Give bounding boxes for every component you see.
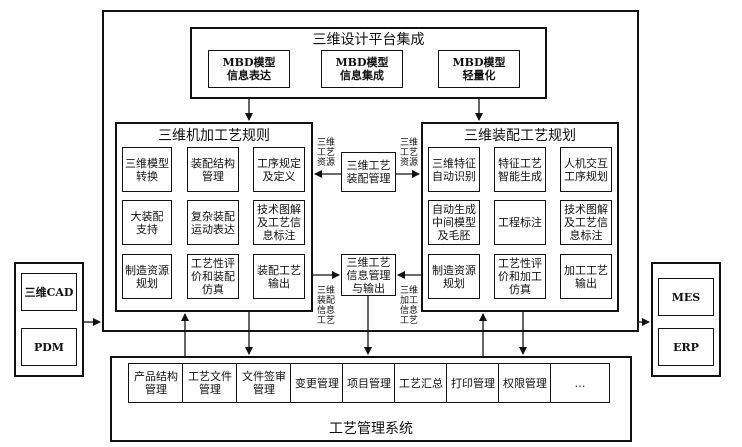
- machining-cell-7: 制造资源 规划: [122, 254, 172, 299]
- assembly-cell-7: 制造资源 规划: [428, 254, 480, 299]
- assembly-cell-3: 人机交互 工序规划: [560, 147, 612, 192]
- assembly-cell-6: 技术图解 及工艺信 息标注: [560, 200, 612, 245]
- erp-system: ERP: [658, 328, 714, 366]
- machining-cell-8: 工艺性评 价和装配 仿真: [187, 254, 239, 299]
- assembly-cell-5: 工程标注: [494, 200, 546, 245]
- mgmt-summary: 工艺汇总: [394, 363, 448, 403]
- resource-label-right: 三维 工艺 资源: [399, 138, 418, 168]
- cad-system: 三维CAD: [21, 273, 77, 311]
- machining-cell-9: 装配工艺 输出: [253, 254, 305, 299]
- machining-cell-4: 大装配 支持: [122, 200, 172, 245]
- assembly-cell-1: 三维特征 自动识别: [428, 147, 480, 192]
- mgmt-more: …: [550, 363, 610, 403]
- mbd-info-expression: MBD模型 信息表达: [208, 50, 290, 88]
- machining-cell-2: 装配结构 管理: [187, 147, 239, 192]
- assembly-info-label: 三维 装配 信息 工艺: [316, 286, 335, 326]
- info-management-box: 三维工艺 信息管理 与输出: [341, 254, 396, 296]
- assembly-management-box: 三维工艺 装配管理: [341, 152, 396, 192]
- mgmt-doc-review: 文件签审 管理: [236, 363, 292, 403]
- mgmt-project: 项目管理: [342, 363, 396, 403]
- resource-label-left: 三维 工艺 资源: [316, 138, 335, 168]
- mgmt-product-structure: 产品结构 管理: [128, 363, 184, 403]
- machining-title: 三维机加工艺规则: [158, 128, 270, 144]
- management-title: 工艺管理系统: [329, 421, 413, 437]
- mbd-lightweight: MBD模型 轻量化: [438, 50, 520, 88]
- machining-cell-3: 工序规定 及定义: [253, 147, 305, 192]
- pdm-system: PDM: [21, 328, 77, 366]
- mgmt-print: 打印管理: [446, 363, 500, 403]
- machining-cell-6: 技术图解 及工艺信 息标注: [253, 200, 305, 245]
- mes-system: MES: [658, 278, 714, 316]
- machining-cell-5: 复杂装配 运动表达: [187, 200, 239, 245]
- assembly-title: 三维装配工艺规划: [464, 128, 576, 144]
- mgmt-permissions: 权限管理: [498, 363, 552, 403]
- platform-title: 三维设计平台集成: [312, 32, 425, 48]
- assembly-cell-9: 加工工艺 输出: [560, 254, 612, 299]
- assembly-cell-2: 特征工艺 智能生成: [494, 147, 546, 192]
- machining-cell-1: 三维模型 转换: [122, 147, 172, 192]
- assembly-cell-4: 自动生成 中间模型 及毛胚: [428, 200, 480, 245]
- machining-info-label: 三维 加工 信息 工艺: [399, 286, 418, 326]
- mgmt-change: 变更管理: [290, 363, 344, 403]
- assembly-cell-8: 工艺性评 价和加工 仿真: [494, 254, 546, 299]
- mbd-info-integration: MBD模型 信息集成: [321, 50, 403, 88]
